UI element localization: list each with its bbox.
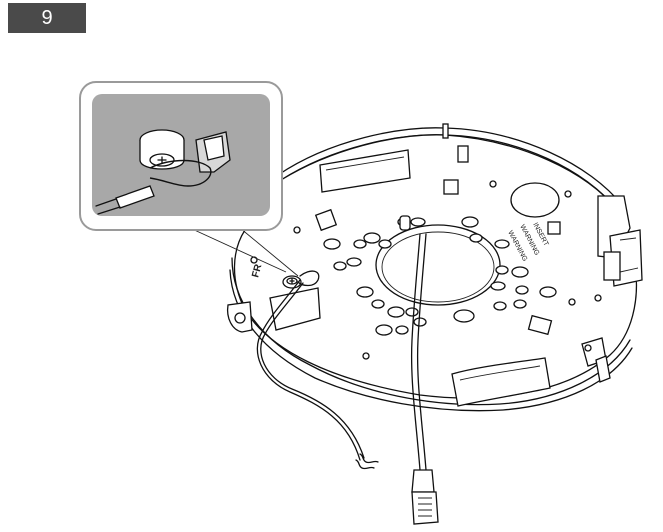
ground-screw [282,270,320,289]
mounting-plate: WARNING WARNING INSERT FR [226,123,643,412]
ground-wire [256,279,379,470]
pcb-components [250,145,602,360]
detail-inset [79,81,283,231]
callout-leader [189,227,299,277]
network-cable [410,233,439,525]
step-number-badge: 9 [8,3,86,33]
edge-label-text: FR [250,262,264,278]
